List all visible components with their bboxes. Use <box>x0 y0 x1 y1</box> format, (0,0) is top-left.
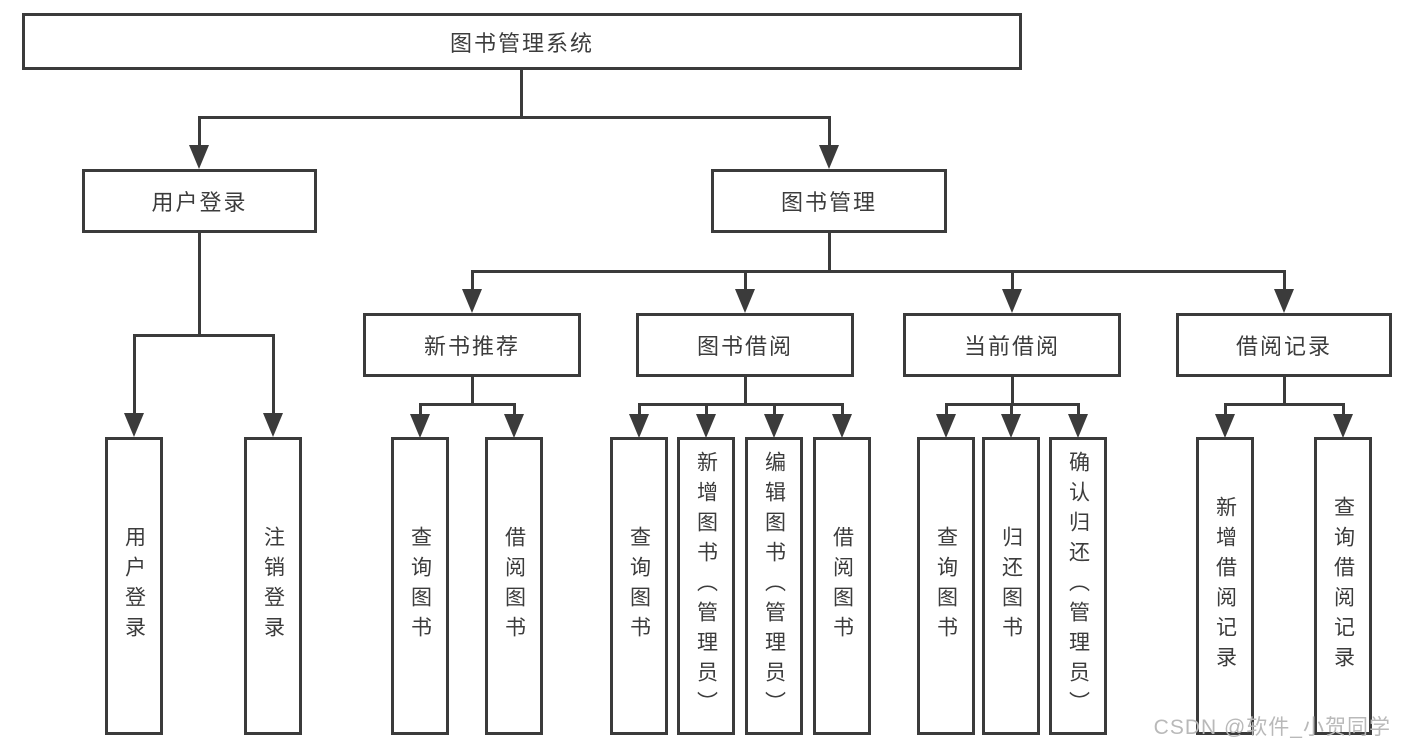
connector-line <box>132 334 275 337</box>
connector-line <box>1341 403 1345 416</box>
leaf-borrow-books-recommend: 借阅图书 <box>485 437 543 735</box>
arrowhead-down-icon <box>1068 414 1088 438</box>
connector-line <box>637 403 844 406</box>
connector-line <box>1009 403 1013 416</box>
arrowhead-down-icon <box>936 414 956 438</box>
leaf-query-borrow-record: 查询借阅记录 <box>1314 437 1372 735</box>
leaf-label: 确认归还（管理员） <box>1066 451 1090 721</box>
leaf-label: 查询借阅记录 <box>1331 496 1355 676</box>
leaf-label: 借阅图书 <box>830 526 854 646</box>
node-current-borrowing: 当前借阅 <box>903 313 1121 377</box>
connector-line <box>1282 377 1286 406</box>
leaf-label: 借阅图书 <box>502 526 526 646</box>
connector-line <box>470 270 1286 273</box>
leaf-query-books-current: 查询图书 <box>917 437 975 735</box>
node-root-library-system: 图书管理系统 <box>22 13 1022 70</box>
leaf-label: 新增图书（管理员） <box>694 451 718 721</box>
connector-line <box>1282 270 1286 291</box>
arrowhead-down-icon <box>1274 289 1294 313</box>
arrowhead-down-icon <box>735 289 755 313</box>
leaf-label: 注销登录 <box>261 526 285 646</box>
node-user-login-branch: 用户登录 <box>82 169 317 233</box>
arrowhead-down-icon <box>1002 289 1022 313</box>
connector-line <box>772 403 776 416</box>
connector-line <box>704 403 708 416</box>
arrowhead-down-icon <box>410 414 430 438</box>
leaf-query-books-recommend: 查询图书 <box>391 437 449 735</box>
connector-line <box>470 377 474 406</box>
leaf-edit-books-admin: 编辑图书（管理员） <box>745 437 803 735</box>
arrowhead-down-icon <box>124 413 144 437</box>
connector-line <box>1010 270 1014 291</box>
arrowhead-down-icon <box>263 413 283 437</box>
connector-line <box>1223 403 1345 406</box>
leaf-query-books-borrowing: 查询图书 <box>610 437 668 735</box>
leaf-borrow-books: 借阅图书 <box>813 437 871 735</box>
arrowhead-down-icon <box>1001 414 1021 438</box>
arrowhead-down-icon <box>1215 414 1235 438</box>
arrowhead-down-icon <box>764 414 784 438</box>
node-book-management-branch: 图书管理 <box>711 169 947 233</box>
leaf-label: 归还图书 <box>999 526 1023 646</box>
arrowhead-down-icon <box>504 414 524 438</box>
connector-line <box>827 116 831 146</box>
arrowhead-down-icon <box>189 145 209 169</box>
connector-line <box>743 377 747 406</box>
leaf-return-books: 归还图书 <box>982 437 1040 735</box>
node-book-borrowing: 图书借阅 <box>636 313 854 377</box>
leaf-label: 新增借阅记录 <box>1213 496 1237 676</box>
connector-line <box>637 403 641 416</box>
node-borrowing-records: 借阅记录 <box>1176 313 1392 377</box>
arrowhead-down-icon <box>819 145 839 169</box>
leaf-label: 查询图书 <box>627 526 651 646</box>
csdn-watermark: CSDN @软件_小贺同学 <box>1153 716 1391 739</box>
leaf-add-borrow-record: 新增借阅记录 <box>1196 437 1254 735</box>
connector-line <box>470 270 474 291</box>
arrowhead-down-icon <box>462 289 482 313</box>
leaf-label: 用户登录 <box>122 526 146 646</box>
connector-line <box>197 116 201 146</box>
connector-line <box>1076 403 1080 416</box>
connector-line <box>519 69 523 118</box>
connector-line <box>197 116 831 119</box>
connector-line <box>271 334 275 414</box>
node-new-book-recommend: 新书推荐 <box>363 313 581 377</box>
connector-line <box>1223 403 1227 416</box>
connector-line <box>512 403 516 416</box>
leaf-add-books-admin: 新增图书（管理员） <box>677 437 735 735</box>
connector-line <box>418 403 516 406</box>
connector-line <box>418 403 422 416</box>
leaf-label: 查询图书 <box>934 526 958 646</box>
arrowhead-down-icon <box>832 414 852 438</box>
connector-line <box>743 270 747 291</box>
connector-line <box>132 334 136 414</box>
leaf-user-login: 用户登录 <box>105 437 163 735</box>
leaf-label: 编辑图书（管理员） <box>762 451 786 721</box>
arrowhead-down-icon <box>629 414 649 438</box>
leaf-label: 查询图书 <box>408 526 432 646</box>
connector-line <box>197 233 201 337</box>
arrowhead-down-icon <box>696 414 716 438</box>
connector-line <box>944 403 948 416</box>
connector-line <box>840 403 844 416</box>
arrowhead-down-icon <box>1333 414 1353 438</box>
connector-line <box>1010 377 1014 406</box>
leaf-logout: 注销登录 <box>244 437 302 735</box>
connector-line <box>827 233 831 273</box>
leaf-confirm-return-admin: 确认归还（管理员） <box>1049 437 1107 735</box>
